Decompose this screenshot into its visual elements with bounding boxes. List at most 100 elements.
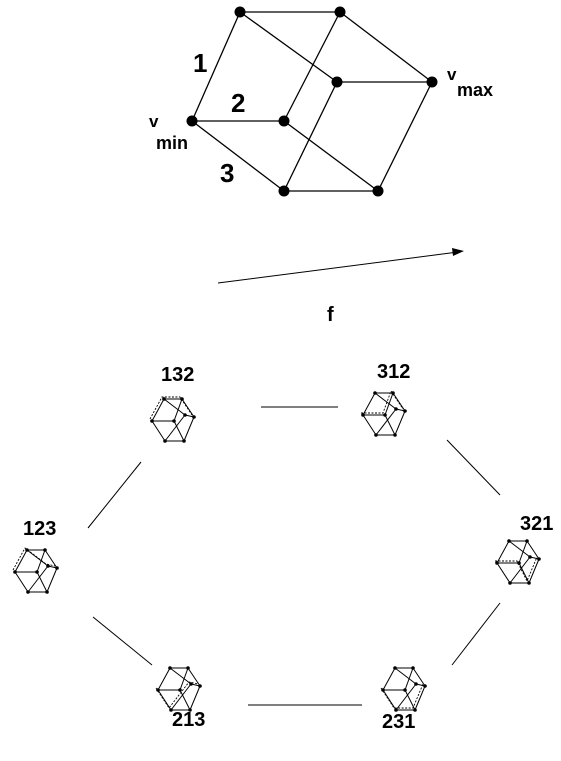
small-cube-vertex [423, 684, 427, 688]
cube-edge [283, 81, 338, 192]
small-cube-edge [187, 667, 201, 687]
small-cube-vertex [403, 409, 407, 413]
small-cube-vertex [182, 439, 186, 443]
cube-vertex [334, 6, 346, 18]
small-cube-edge [170, 683, 192, 711]
edge-label-2: 2 [231, 88, 245, 118]
connector-213-123 [92, 616, 153, 666]
small-cube-vertex [188, 708, 192, 712]
cube-edge [283, 120, 379, 192]
perm-label-312: 312 [377, 361, 410, 383]
small-cube-edge [375, 408, 397, 436]
small-cube-vertex [26, 590, 30, 594]
perm-label-321: 321 [520, 513, 553, 535]
perm-label-231: 231 [382, 711, 415, 733]
cube-vertices [186, 6, 438, 197]
connector-312-321 [446, 439, 501, 496]
vmin-label: v min [149, 112, 188, 153]
small-cube-vertex [361, 413, 365, 417]
monotone-path-123 [12, 547, 56, 571]
small-cube-vertex [527, 581, 531, 585]
small-cube-edge [157, 689, 172, 711]
arrow-shaft [217, 251, 459, 284]
small-cube-edge [508, 540, 531, 558]
connector-321-231 [451, 602, 501, 666]
cube-vertex [278, 185, 290, 197]
small-cube-edge [414, 685, 426, 711]
small-cube-edge [384, 414, 396, 436]
small-cube-vertex [403, 688, 407, 692]
small-cube-edge [183, 416, 195, 442]
vmax-label: v max [447, 65, 493, 100]
small-cube-edge [374, 392, 397, 410]
small-cube-edge [382, 689, 397, 711]
small-cube-vertex [508, 581, 512, 585]
perm-label-123: 123 [23, 518, 56, 540]
small-cube-231 [380, 666, 427, 712]
small-cube-edge [384, 392, 394, 416]
small-cube-vertex [373, 391, 377, 395]
small-cube-vertex [495, 561, 499, 565]
small-cube-vertex [46, 564, 50, 568]
small-cube-edge [392, 392, 406, 412]
small-cube-vertex [35, 570, 39, 574]
small-cube-edge [412, 667, 426, 687]
arrow-head [452, 248, 464, 256]
cube-edge [191, 11, 241, 122]
small-cube-vertex [180, 397, 184, 401]
monotone-path-132 [149, 396, 193, 420]
small-cube-edge [14, 549, 28, 573]
cube-edge [191, 120, 285, 192]
small-cube-vertex [45, 590, 49, 594]
edge-label-3: 3 [220, 158, 234, 188]
small-cube-edge [395, 683, 417, 711]
small-cube-vertex [172, 419, 176, 423]
vertex-vmax [426, 76, 438, 88]
small-cube-321 [495, 539, 541, 585]
cube-edge [377, 81, 433, 192]
vmin-base: v [149, 112, 159, 131]
small-cube-vertex [192, 415, 196, 419]
small-cube-edge [518, 540, 528, 564]
small-cube-vertex [55, 566, 59, 570]
connector-123-132 [87, 461, 142, 529]
small-cube-edge [173, 398, 183, 422]
cube-vertex [372, 185, 384, 197]
monotone-path-213 [155, 681, 199, 709]
small-cube-edge [44, 549, 58, 569]
small-cube-vertex [537, 557, 541, 561]
small-cube-vertex [393, 666, 397, 670]
small-cube-edge [404, 667, 414, 691]
vmin-sub: min [156, 133, 188, 153]
small-cube-edge [526, 540, 540, 560]
small-cube-edge [151, 420, 166, 442]
small-cube-edge [528, 558, 540, 584]
vertex-vmin [186, 115, 198, 127]
small-cube-edge [496, 540, 510, 564]
cube-edge [283, 11, 341, 122]
small-cube-vertex [414, 682, 418, 686]
edge-label-1: 1 [193, 48, 207, 78]
small-cube-vertex [13, 570, 17, 574]
small-cube-vertex [183, 413, 187, 417]
small-cube-edge [509, 556, 531, 584]
small-cube-vertex [43, 548, 47, 552]
small-cube-edge [157, 667, 171, 691]
small-cube-vertex [507, 539, 511, 543]
small-cube-edge [179, 667, 189, 691]
small-cube-edge [362, 414, 377, 436]
small-cube-vertex [169, 708, 173, 712]
cube-edge [239, 11, 338, 83]
small-cube-edge [404, 689, 416, 711]
small-cube-edge [36, 549, 46, 573]
cube-edge [339, 11, 433, 83]
small-cube-edge [496, 562, 511, 584]
small-cube-edge [151, 398, 165, 422]
small-cube-vertex [162, 397, 166, 401]
small-cube-edge [164, 414, 186, 442]
small-cube-vertex [25, 548, 29, 552]
perm-label-213: 213 [172, 709, 205, 731]
small-cube-edge [181, 398, 195, 418]
small-cube-vertex [411, 666, 415, 670]
